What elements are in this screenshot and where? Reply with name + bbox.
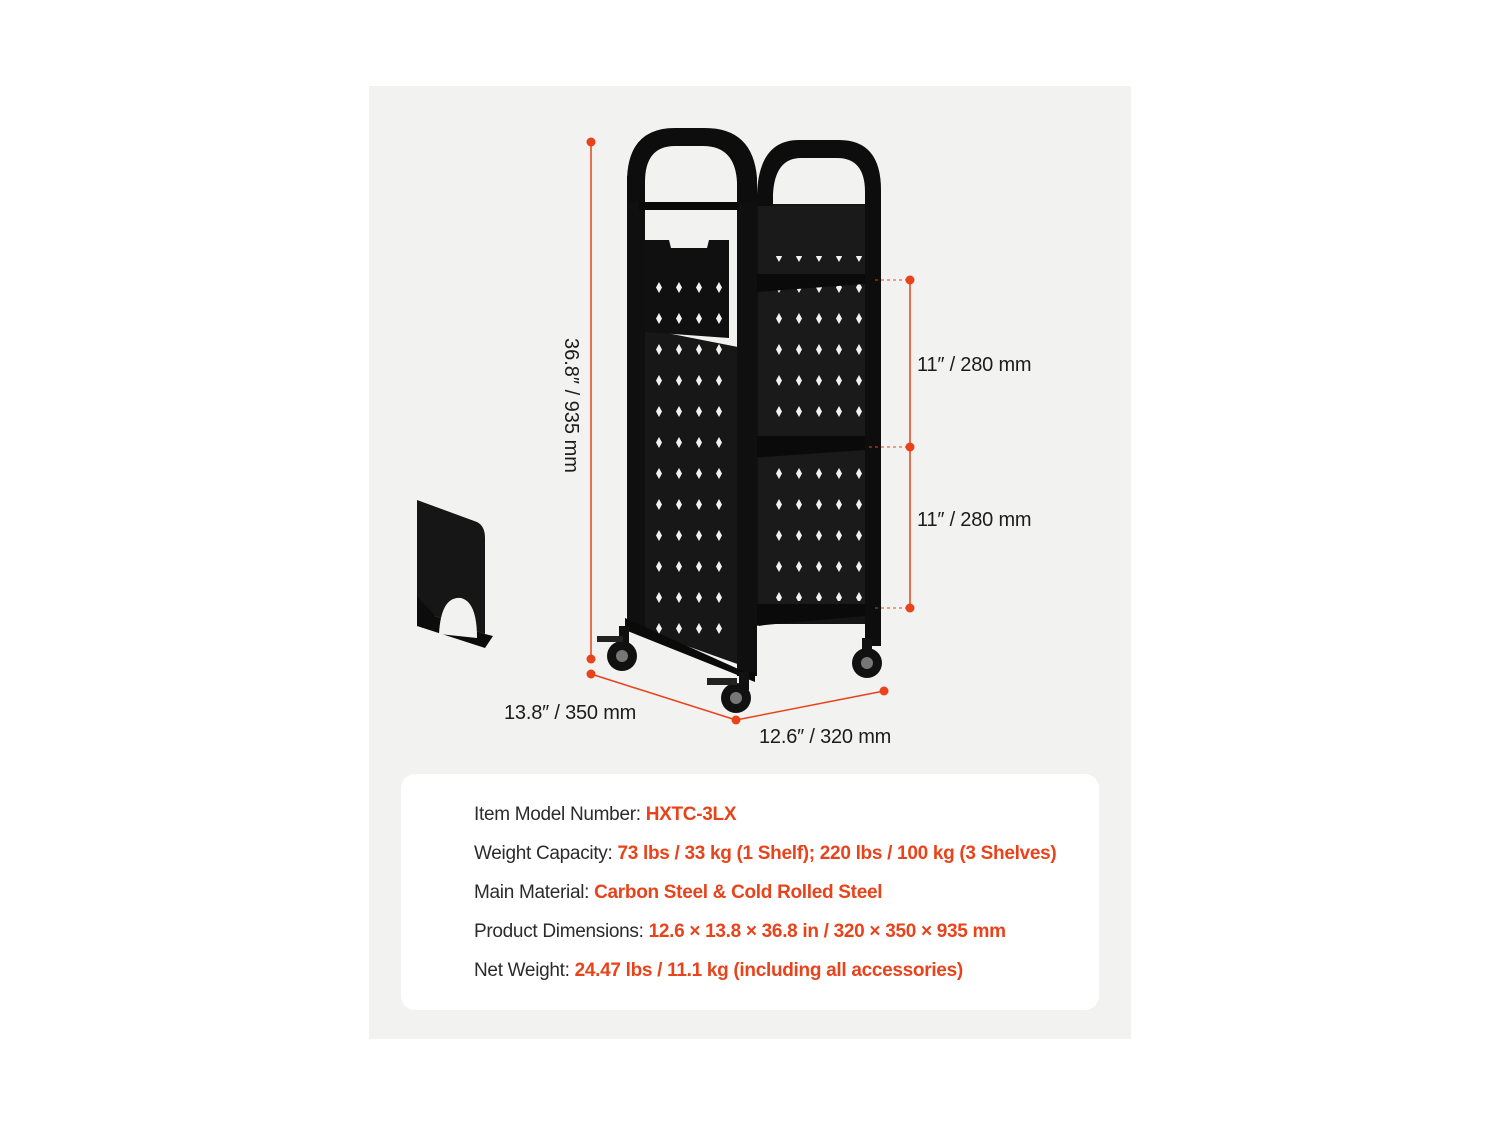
upper-shelf-gap-label: 11″ / 280 mm xyxy=(917,354,1032,376)
spec-row-weight-capacity: Weight Capacity: 73 lbs / 33 kg (1 Shelf… xyxy=(474,843,1057,865)
spec-value: Carbon Steel & Cold Rolled Steel xyxy=(594,882,883,903)
rolling-cart-image xyxy=(597,128,882,713)
spec-label: Item Model Number: xyxy=(474,804,641,825)
spec-value: 24.47 lbs / 11.1 kg (including all acces… xyxy=(574,960,964,981)
product-panel: 36.8″ / 935 mm 11″ / 280 mm 11″ / 280 mm… xyxy=(369,86,1131,1039)
spec-row-model: Item Model Number: HXTC-3LX xyxy=(474,804,737,826)
dimension-lines xyxy=(586,137,915,725)
height-dimension-label: 36.8″ / 935 mm xyxy=(560,338,582,473)
spec-label: Net Weight: xyxy=(474,960,570,981)
bookend-image xyxy=(417,500,493,648)
product-figure: 36.8″ / 935 mm 11″ / 280 mm 11″ / 280 mm… xyxy=(369,86,1131,776)
spec-label: Product Dimensions: xyxy=(474,921,644,942)
width-dimension-label: 12.6″ / 320 mm xyxy=(759,726,892,748)
spec-row-dimensions: Product Dimensions: 12.6 × 13.8 × 36.8 i… xyxy=(474,921,1006,943)
lower-shelf-gap-label: 11″ / 280 mm xyxy=(917,509,1032,531)
spec-value: 73 lbs / 33 kg (1 Shelf); 220 lbs / 100 … xyxy=(617,843,1057,864)
specifications-card: Item Model Number: HXTC-3LX Weight Capac… xyxy=(401,774,1099,1010)
spec-value: 12.6 × 13.8 × 36.8 in / 320 × 350 × 935 … xyxy=(648,921,1006,942)
spec-row-net-weight: Net Weight: 24.47 lbs / 11.1 kg (includi… xyxy=(474,960,963,982)
depth-dimension-label: 13.8″ / 350 mm xyxy=(504,702,637,724)
spec-value: HXTC-3LX xyxy=(645,804,737,825)
spec-label: Weight Capacity: xyxy=(474,843,613,864)
cart-illustration xyxy=(417,128,915,725)
spec-label: Main Material: xyxy=(474,882,590,903)
spec-row-material: Main Material: Carbon Steel & Cold Rolle… xyxy=(474,882,883,904)
